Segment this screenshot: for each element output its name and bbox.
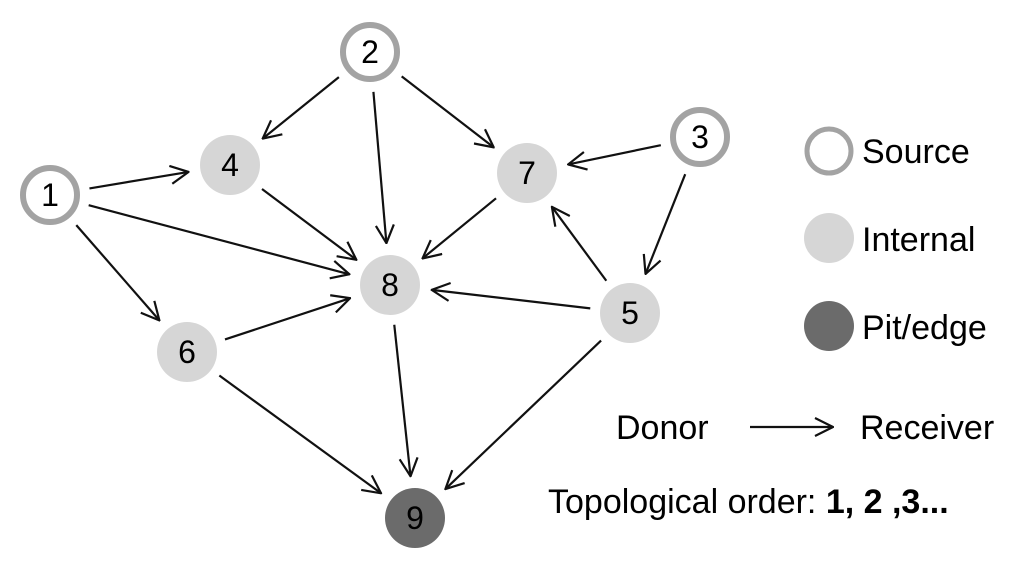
node-1: 1	[20, 165, 80, 225]
legend-internal-label: Internal	[862, 221, 975, 259]
legend-pit-label: Pit/edge	[862, 309, 987, 347]
edge-2-to-7	[401, 75, 494, 147]
edge-5-to-8	[432, 290, 591, 310]
legend-source-swatch	[804, 126, 854, 176]
legend-internal-swatch	[804, 213, 854, 263]
node-label: 6	[178, 334, 196, 370]
edge-2-to-8	[372, 91, 386, 243]
node-label: 1	[41, 177, 59, 213]
pit-node-circle	[385, 488, 445, 548]
edge-3-to-7	[568, 144, 662, 164]
node-6: 6	[157, 322, 217, 382]
legend-direction: Donor Receiver	[616, 409, 994, 447]
edge-1-to-8	[88, 204, 350, 274]
topological-order-prefix: Topological order:	[548, 483, 826, 521]
internal-node-circle	[497, 143, 557, 203]
legend-receiver-label: Receiver	[860, 409, 994, 447]
internal-node-circle	[200, 135, 260, 195]
node-4: 4	[200, 135, 260, 195]
internal-node-circle	[157, 322, 217, 382]
edge-8-to-9	[393, 324, 410, 476]
edge-5-to-7	[552, 207, 608, 282]
source-node-circle	[670, 107, 730, 167]
edge-2-to-4	[263, 76, 340, 138]
node-label: 4	[221, 147, 239, 183]
edge-3-to-5	[646, 173, 687, 274]
legend-source: Source	[804, 126, 970, 176]
legend-internal: Internal	[804, 213, 975, 263]
source-node-circle	[20, 165, 80, 225]
edge-4-to-8	[261, 188, 356, 260]
edge-6-to-9	[218, 374, 381, 494]
edge-5-to-9	[445, 339, 602, 489]
legend: Source Internal Pit/edge Donor Receiver …	[548, 126, 994, 521]
node-label: 9	[406, 500, 424, 536]
node-9: 9	[385, 488, 445, 548]
legend-pit: Pit/edge	[804, 301, 987, 351]
node-label: 7	[518, 155, 536, 191]
node-label: 3	[691, 119, 709, 155]
node-5: 5	[600, 283, 660, 343]
legend-source-label: Source	[862, 133, 970, 171]
edge-1-to-6	[75, 224, 159, 320]
node-label: 8	[381, 267, 399, 303]
edges-layer	[75, 75, 687, 494]
node-label: 2	[361, 34, 379, 70]
topological-order: Topological order: 1, 2 ,3...	[548, 483, 949, 521]
internal-node-circle	[600, 283, 660, 343]
nodes-layer: 1 2 3 4 5 6 7 8 9	[20, 22, 730, 548]
edge-7-to-8	[423, 197, 497, 258]
node-3: 3	[670, 107, 730, 167]
node-2: 2	[340, 22, 400, 82]
legend-donor-label: Donor	[616, 409, 709, 447]
node-7: 7	[497, 143, 557, 203]
source-node-circle	[340, 22, 400, 82]
topological-order-values: 1, 2 ,3...	[826, 483, 949, 521]
edge-6-to-8	[224, 298, 350, 341]
internal-node-circle	[360, 255, 420, 315]
edge-1-to-4	[89, 172, 188, 190]
node-label: 5	[621, 295, 639, 331]
node-8: 8	[360, 255, 420, 315]
legend-pit-swatch	[804, 301, 854, 351]
